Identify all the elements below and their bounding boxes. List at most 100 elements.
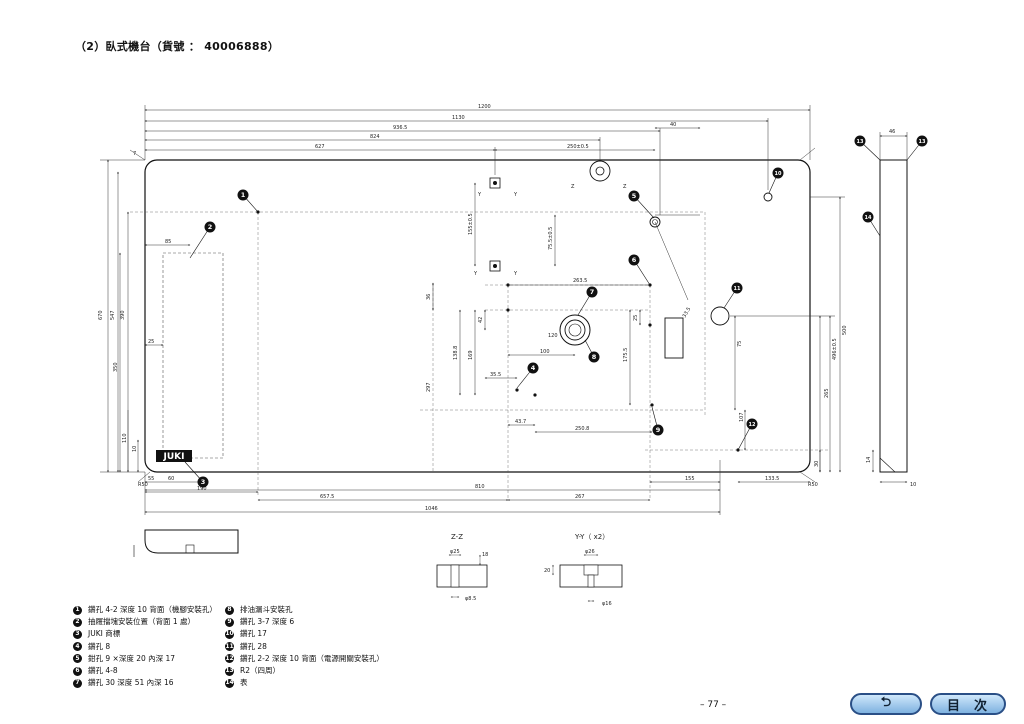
legend-bullet: 1	[73, 605, 82, 615]
dim-824: 824	[370, 134, 380, 140]
cut-y-d: Y	[513, 271, 518, 277]
cut-y-a: Y	[477, 192, 482, 198]
dim-r50a: R50	[138, 482, 148, 488]
callout-6-bullet	[628, 254, 640, 266]
callout-13-bullet	[854, 135, 866, 147]
dim-155: 155	[685, 476, 695, 482]
page-title: （2）臥式機台（貨號 ： 40006888）	[75, 40, 280, 53]
dim-75: 75.5±0.5	[548, 227, 554, 250]
legend-text: 鑽孔 17	[240, 629, 267, 639]
dim-265: 265	[824, 388, 830, 398]
dim-30: 30	[814, 461, 820, 467]
zz-dim-2: 18	[482, 552, 488, 558]
legend-bullet: 11	[225, 642, 234, 652]
hole-11	[710, 306, 730, 326]
hole-y-upper	[489, 177, 501, 189]
dim-110: 110	[122, 433, 128, 443]
callout-3-number: 3	[201, 478, 206, 486]
dim-936: 936.5	[393, 125, 407, 131]
callout-13-bullet	[916, 135, 928, 147]
callout-4-number: 4	[531, 364, 536, 372]
yy-dim-3: φ16	[602, 601, 612, 607]
hole-7	[559, 314, 591, 346]
legend-text: 鉗孔 9 ×深度 20 內深 17	[88, 653, 176, 663]
hole-5	[649, 216, 661, 228]
dim-810: 810	[475, 484, 485, 490]
legend-text: 鑽孔 4-8	[88, 666, 118, 676]
dim-36: 36	[426, 294, 432, 300]
callout-12-bullet	[746, 418, 758, 430]
dim-350: 350	[113, 362, 119, 372]
legend-text: 排油漏斗安裝孔	[240, 605, 293, 614]
cut-y-c: Y	[473, 271, 478, 277]
legend-bullet: 12	[225, 654, 234, 664]
legend-bullet: 13	[225, 666, 234, 676]
dim-10-side: 10	[910, 482, 916, 488]
dim-190: 190	[197, 486, 207, 492]
dim-55: 55	[148, 476, 154, 482]
legend-item: 6 鑽孔 4-8	[73, 665, 217, 677]
back-button[interactable]: ⮌	[850, 693, 922, 715]
callout-10-number: 10	[775, 171, 782, 177]
dim-500: 500	[842, 325, 848, 335]
dim-547: 547	[110, 310, 116, 320]
callout-8-number: 8	[592, 353, 597, 361]
dim-25: 25	[148, 339, 154, 345]
dim-657: 657.5	[320, 494, 334, 500]
legend-text: 鑽孔 3-7 深度 6	[240, 617, 295, 627]
legend-bullet: 8	[225, 605, 234, 615]
dim-169: 169	[468, 350, 474, 360]
dim-75b: 75	[737, 341, 743, 347]
dim-10: 10	[132, 446, 138, 452]
dim-670: 670	[98, 310, 104, 320]
dim-120: 120	[548, 333, 558, 339]
back-arrow-icon: ⮌	[880, 695, 892, 710]
dim-43: 43.7	[515, 419, 526, 425]
dim-14: 14	[866, 457, 872, 463]
hole-10	[763, 192, 773, 202]
legend-bullet: 7	[73, 678, 82, 688]
legend-text: 鑽孔 2-2 深度 10 背面（電源開關安裝孔）	[240, 653, 384, 663]
callout-14-number: 14	[865, 215, 872, 221]
dim-133: 133.5	[765, 476, 779, 482]
dim-297: 297	[426, 382, 432, 392]
callout-7-number: 7	[590, 288, 595, 296]
side-view	[879, 159, 908, 473]
yy-dim-2: 20	[544, 568, 550, 574]
callout-7-bullet	[586, 286, 598, 298]
toc-button[interactable]: 目次	[930, 693, 1006, 715]
cut-z-b: Z	[623, 184, 627, 190]
dim-250b: 250.8	[575, 426, 589, 432]
callout-3-bullet	[197, 476, 209, 488]
legend-bullet: 2	[73, 617, 82, 627]
dim-496: 496±0.5	[832, 338, 838, 360]
dim-390: 390	[120, 310, 126, 320]
dim-263: 263.5	[573, 278, 587, 284]
legend-item: 1 鑽孔 4-2 深度 10 背面（機腳安裝孔）	[73, 604, 217, 616]
legend-text: 鑽孔 4-2 深度 10 背面（機腳安裝孔）	[88, 605, 217, 614]
dim-60: 60	[168, 476, 174, 482]
callout-13-number: 13	[857, 139, 864, 145]
dim-175: 175.5	[623, 348, 629, 362]
hole-y-lower	[489, 260, 501, 272]
drawer-outline	[162, 252, 224, 459]
zz-dim-1: φ25	[450, 549, 460, 555]
legend-bullet: 4	[73, 642, 82, 652]
dim-155v: 155±0.5	[468, 213, 474, 235]
callout-2-number: 2	[208, 223, 213, 231]
callout-5-bullet	[628, 190, 640, 202]
dim-250: 250±0.5	[567, 144, 589, 150]
dim-42: 42	[478, 317, 484, 323]
legend-bullet: 6	[73, 666, 82, 676]
callout-1-bullet	[237, 189, 249, 201]
slot-6	[664, 317, 684, 359]
callout-4-bullet	[527, 362, 539, 374]
